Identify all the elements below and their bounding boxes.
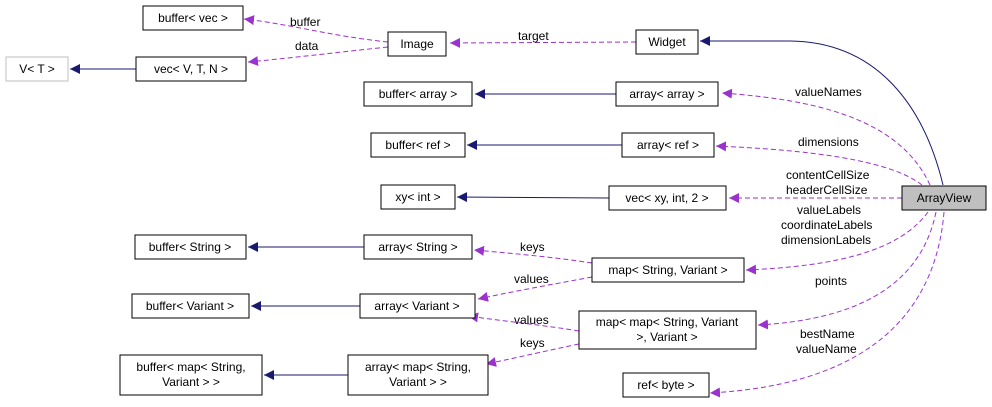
edge-label-coordinatelabels: coordinateLabels [781, 218, 872, 232]
node-label: ArrayView [917, 191, 972, 205]
node-vec-vtn[interactable]: vec< V, T, N > [135, 56, 247, 82]
edge-label-valuenames: valueNames [795, 85, 862, 99]
node-label-line1: array< map< String, [365, 360, 471, 374]
node-buffer-map[interactable]: buffer< map< String, Variant > > [119, 354, 263, 396]
edge-label-values-2: values [514, 313, 549, 327]
node-label: buffer< ref > [385, 138, 450, 152]
node-xy-int[interactable]: xy< int > [380, 184, 456, 210]
node-label: Image [400, 37, 434, 51]
node-buffer-array[interactable]: buffer< array > [363, 81, 473, 107]
node-label-line1: buffer< map< String, [136, 360, 245, 374]
edge-arrayview-ref-byte [709, 211, 945, 398]
node-arrayview[interactable]: ArrayView [901, 185, 987, 211]
node-array-string[interactable]: array< String > [363, 234, 473, 260]
nodes: buffer< vec > Image Widget V< T > vec< V… [5, 5, 987, 398]
node-vec-xy[interactable]: vec< xy, int, 2 > [608, 185, 727, 211]
edge-label-contentcellsize: contentCellSize [786, 168, 870, 182]
node-label: xy< int > [395, 190, 440, 204]
edge-label-dimensionlabels: dimensionLabels [781, 233, 871, 247]
node-label: vec< V, T, N > [154, 62, 228, 76]
node-buffer-variant[interactable]: buffer< Variant > [131, 293, 250, 319]
node-label: buffer< array > [379, 87, 458, 101]
node-label: map< String, Variant > [608, 263, 727, 277]
node-label: buffer< String > [149, 240, 232, 254]
node-label-line1: map< map< String, Variant [596, 315, 739, 329]
node-array-ref[interactable]: array< ref > [621, 132, 715, 158]
edge-label-bestname: bestName [800, 327, 855, 341]
node-image[interactable]: Image [387, 31, 447, 57]
node-array-array[interactable]: array< array > [615, 81, 719, 107]
edge-label-keys-1: keys [520, 240, 545, 254]
edge-map-array-string [473, 245, 593, 264]
edge-arrayview-map-string-variant [745, 211, 929, 275]
edge-mapmap-array-map [485, 343, 580, 367]
edge-vec-xy-xy-int [456, 192, 610, 203]
edge-label-target: target [518, 29, 549, 43]
node-label: array< array > [629, 87, 704, 101]
edge-image-vec-vtn [247, 46, 389, 67]
node-label-line2: >, Variant > [636, 330, 697, 344]
edge-arrayview-map-map [757, 211, 937, 330]
edge-arrayview-array-array [721, 88, 931, 186]
edge-label-valuename: valueName [796, 342, 857, 356]
node-widget[interactable]: Widget [635, 29, 699, 55]
node-label-line2: Variant > > [162, 375, 220, 389]
node-map-string-variant[interactable]: map< String, Variant > [591, 257, 745, 283]
node-label: vec< xy, int, 2 > [625, 191, 708, 205]
edge-label-headercellsize: headerCellSize [786, 183, 868, 197]
node-label: array< Variant > [374, 299, 459, 313]
edge-map-array-variant [477, 276, 593, 302]
node-ref-byte[interactable]: ref< byte > [622, 372, 710, 398]
edge-widget-image [449, 37, 637, 48]
node-array-variant[interactable]: array< Variant > [359, 293, 476, 319]
edge-mapmap-array-variant [467, 312, 580, 332]
edge-arrayview-widget [700, 36, 944, 186]
node-label: buffer< Variant > [146, 299, 234, 313]
node-label: array< ref > [637, 138, 699, 152]
node-label: array< String > [378, 240, 457, 254]
node-label: ref< byte > [637, 378, 694, 392]
node-v-t[interactable]: V< T > [5, 56, 69, 82]
node-label: V< T > [19, 62, 55, 76]
node-label: buffer< vec > [158, 11, 228, 25]
edge-arrayview-array-ref [715, 141, 923, 186]
node-array-map[interactable]: array< map< String, Variant > > [347, 354, 489, 396]
node-label: Widget [648, 35, 686, 49]
edge-label-data: data [295, 39, 319, 53]
edge-label-valuelabels: valueLabels [797, 203, 861, 217]
edge-image-buffer-vec [243, 15, 389, 43]
edge-label-buffer: buffer [290, 15, 320, 29]
node-buffer-string[interactable]: buffer< String > [134, 234, 247, 260]
edge-label-dimensions: dimensions [798, 135, 859, 149]
edge-label-values-1: values [514, 272, 549, 286]
node-label-line2: Variant > > [389, 375, 447, 389]
node-buffer-vec[interactable]: buffer< vec > [142, 5, 244, 31]
node-map-map[interactable]: map< map< String, Variant >, Variant > [578, 310, 757, 350]
node-buffer-ref[interactable]: buffer< ref > [370, 132, 466, 158]
inheritance-edges [70, 36, 944, 380]
edge-label-points: points [815, 274, 847, 288]
edge-label-keys-2: keys [520, 336, 545, 350]
usage-edges [243, 15, 945, 398]
edge-labels: buffer data target valueNames dimensions… [290, 15, 872, 356]
